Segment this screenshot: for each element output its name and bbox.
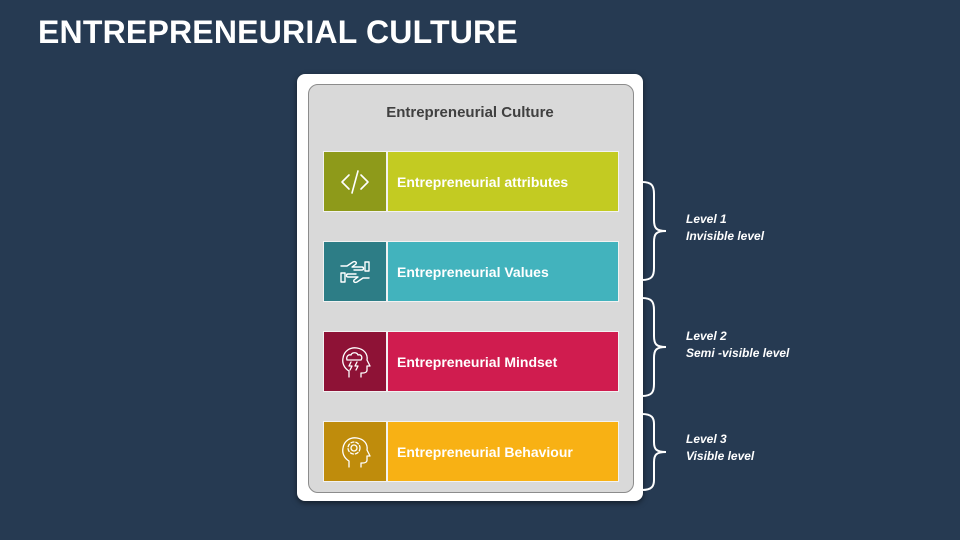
level-desc: Invisible level <box>686 229 765 243</box>
row-attributes: Entrepreneurial attributes <box>323 151 619 212</box>
row-behaviour: Entrepreneurial Behaviour <box>323 421 619 482</box>
head-storm-icon <box>324 332 388 391</box>
panel-title: Entrepreneurial Culture <box>386 104 554 121</box>
level-2-text: Level 2 Semi -visible level <box>686 328 789 362</box>
level-3-text: Level 3 Visible level <box>686 431 754 465</box>
level-name: Level 2 <box>686 329 727 343</box>
brace-level-2 <box>641 297 667 397</box>
brace-level-1 <box>641 181 667 281</box>
level-name: Level 1 <box>686 212 727 226</box>
row-label: Entrepreneurial attributes <box>388 152 618 211</box>
row-values: Entrepreneurial Values <box>323 241 619 302</box>
level-1-text: Level 1 Invisible level <box>686 211 764 245</box>
row-mindset: Entrepreneurial Mindset <box>323 331 619 392</box>
row-label: Entrepreneurial Behaviour <box>388 422 618 481</box>
level-desc: Visible level <box>686 449 755 463</box>
brace-level-3 <box>641 413 667 491</box>
code-icon <box>324 152 388 211</box>
level-name: Level 3 <box>686 432 727 446</box>
level-desc: Semi -visible level <box>686 346 790 360</box>
hands-icon <box>324 242 388 301</box>
row-label: Entrepreneurial Mindset <box>388 332 618 391</box>
slide-title: ENTREPRENEURIAL CULTURE <box>38 14 518 50</box>
head-gear-icon <box>324 422 388 481</box>
row-label: Entrepreneurial Values <box>388 242 618 301</box>
